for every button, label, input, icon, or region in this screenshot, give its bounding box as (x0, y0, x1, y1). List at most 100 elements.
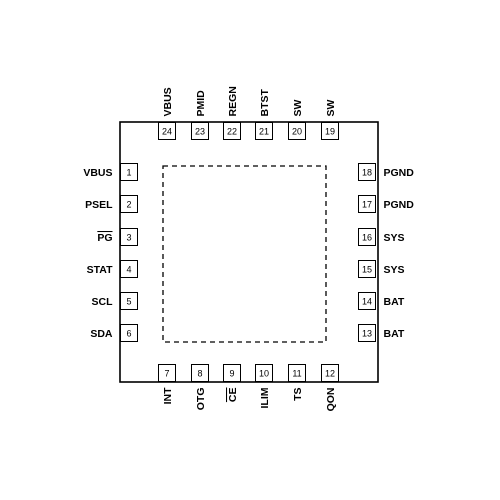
pin-5: 5 SCL (92, 292, 138, 310)
pin-name-label: TS (292, 388, 304, 401)
pin-pad (223, 122, 241, 140)
pin-15: 15 SYS (358, 260, 405, 278)
pin-2: 2 PSEL (85, 195, 138, 213)
pin-name-label: STAT (87, 264, 113, 276)
package-outline (119, 121, 379, 383)
pin-18: 18 PGND (358, 163, 415, 181)
pin-name-label: PSEL (85, 199, 113, 211)
pin-number: 17 (362, 199, 372, 209)
pin-name-label: SW (292, 99, 304, 116)
pin-name-label: VBUS (162, 87, 174, 116)
pin-name-label: SDA (90, 328, 113, 340)
pin-pad (321, 122, 339, 140)
pin-number: 14 (362, 296, 372, 306)
pin-number: 21 (259, 126, 269, 136)
pin-number: 22 (227, 126, 237, 136)
pin-number: 12 (325, 368, 335, 378)
pin-6: 6 SDA (90, 324, 138, 342)
pin-22: 22 REGN (223, 86, 241, 140)
pin-pad (120, 163, 138, 181)
pin-name-label: SW (325, 99, 337, 116)
pin-pad (120, 260, 138, 278)
thermal-pad-outline (162, 165, 327, 343)
pin-9: 9CE (223, 364, 241, 403)
pin-pad (358, 324, 376, 342)
pin-name-label: SCL (92, 296, 114, 308)
pin-number: 6 (126, 328, 131, 338)
pin-3: 3 PG (97, 228, 138, 246)
pin-number: 1 (126, 167, 131, 177)
pin-pad (358, 195, 376, 213)
pin-pad (288, 122, 306, 140)
pin-20: 20 SW (288, 99, 306, 140)
pin-number: 3 (126, 232, 131, 242)
pin-number: 10 (259, 368, 269, 378)
pin-pad (321, 364, 339, 382)
pin-number: 9 (229, 368, 234, 378)
pin-number: 2 (126, 199, 131, 209)
pin-name-label: INT (162, 387, 174, 405)
pin-19: 19 SW (321, 99, 339, 140)
pin-number: 23 (195, 126, 205, 136)
pin-name-label: PGND (384, 167, 415, 179)
pin-name-label: SYS (384, 232, 405, 244)
pin-pad (120, 195, 138, 213)
pin-number: 24 (162, 126, 172, 136)
pin-pad (120, 228, 138, 246)
pin-number: 19 (325, 126, 335, 136)
pin-number: 15 (362, 264, 372, 274)
pin-number: 7 (164, 368, 169, 378)
pin-1: 1 VBUS (83, 163, 138, 181)
pin-name-label: PMID (195, 90, 207, 117)
pin-name-label: PG (97, 232, 112, 244)
pin-name-label: ILIM (259, 387, 271, 408)
pin-name-label: PGND (384, 199, 415, 211)
pin-23: 23 PMID (191, 90, 209, 140)
pin-pad (358, 292, 376, 310)
pin-number: 18 (362, 167, 372, 177)
pin-name-label: OTG (195, 388, 207, 411)
pin-name-label: BTST (259, 89, 271, 117)
pin-16: 16 SYS (358, 228, 405, 246)
pin-number: 20 (292, 126, 302, 136)
pin-pad (120, 292, 138, 310)
pin-name-label: CE (227, 388, 239, 403)
pin-pad (255, 364, 273, 382)
pin-name-label: BAT (384, 328, 405, 340)
pin-pad (120, 324, 138, 342)
pin-number: 4 (126, 264, 131, 274)
pin-17: 17 PGND (358, 195, 415, 213)
pin-name-label: VBUS (83, 167, 112, 179)
pin-pad (223, 364, 241, 382)
pin-pad (158, 364, 176, 382)
pin-pad (358, 228, 376, 246)
pin-pad (191, 122, 209, 140)
pin-number: 11 (292, 368, 301, 378)
pin-name-label: REGN (227, 86, 239, 116)
pin-name-label: SYS (384, 264, 405, 276)
pin-pad (358, 260, 376, 278)
pin-name-label: QON (325, 388, 337, 412)
pin-number: 13 (362, 328, 372, 338)
pin-number: 8 (197, 368, 202, 378)
pin-number: 5 (126, 296, 131, 306)
pin-pad (288, 364, 306, 382)
pin-pad (158, 122, 176, 140)
pin-21: 21 BTST (255, 89, 273, 140)
pin-4: 4 STAT (87, 260, 138, 278)
pin-number: 16 (362, 232, 372, 242)
pin-pad (191, 364, 209, 382)
pin-14: 14 BAT (358, 292, 405, 310)
pin-pad (358, 163, 376, 181)
pin-name-label: BAT (384, 296, 405, 308)
pin-13: 13 BAT (358, 324, 405, 342)
pin-24: 24 VBUS (158, 87, 176, 140)
pin-pad (255, 122, 273, 140)
